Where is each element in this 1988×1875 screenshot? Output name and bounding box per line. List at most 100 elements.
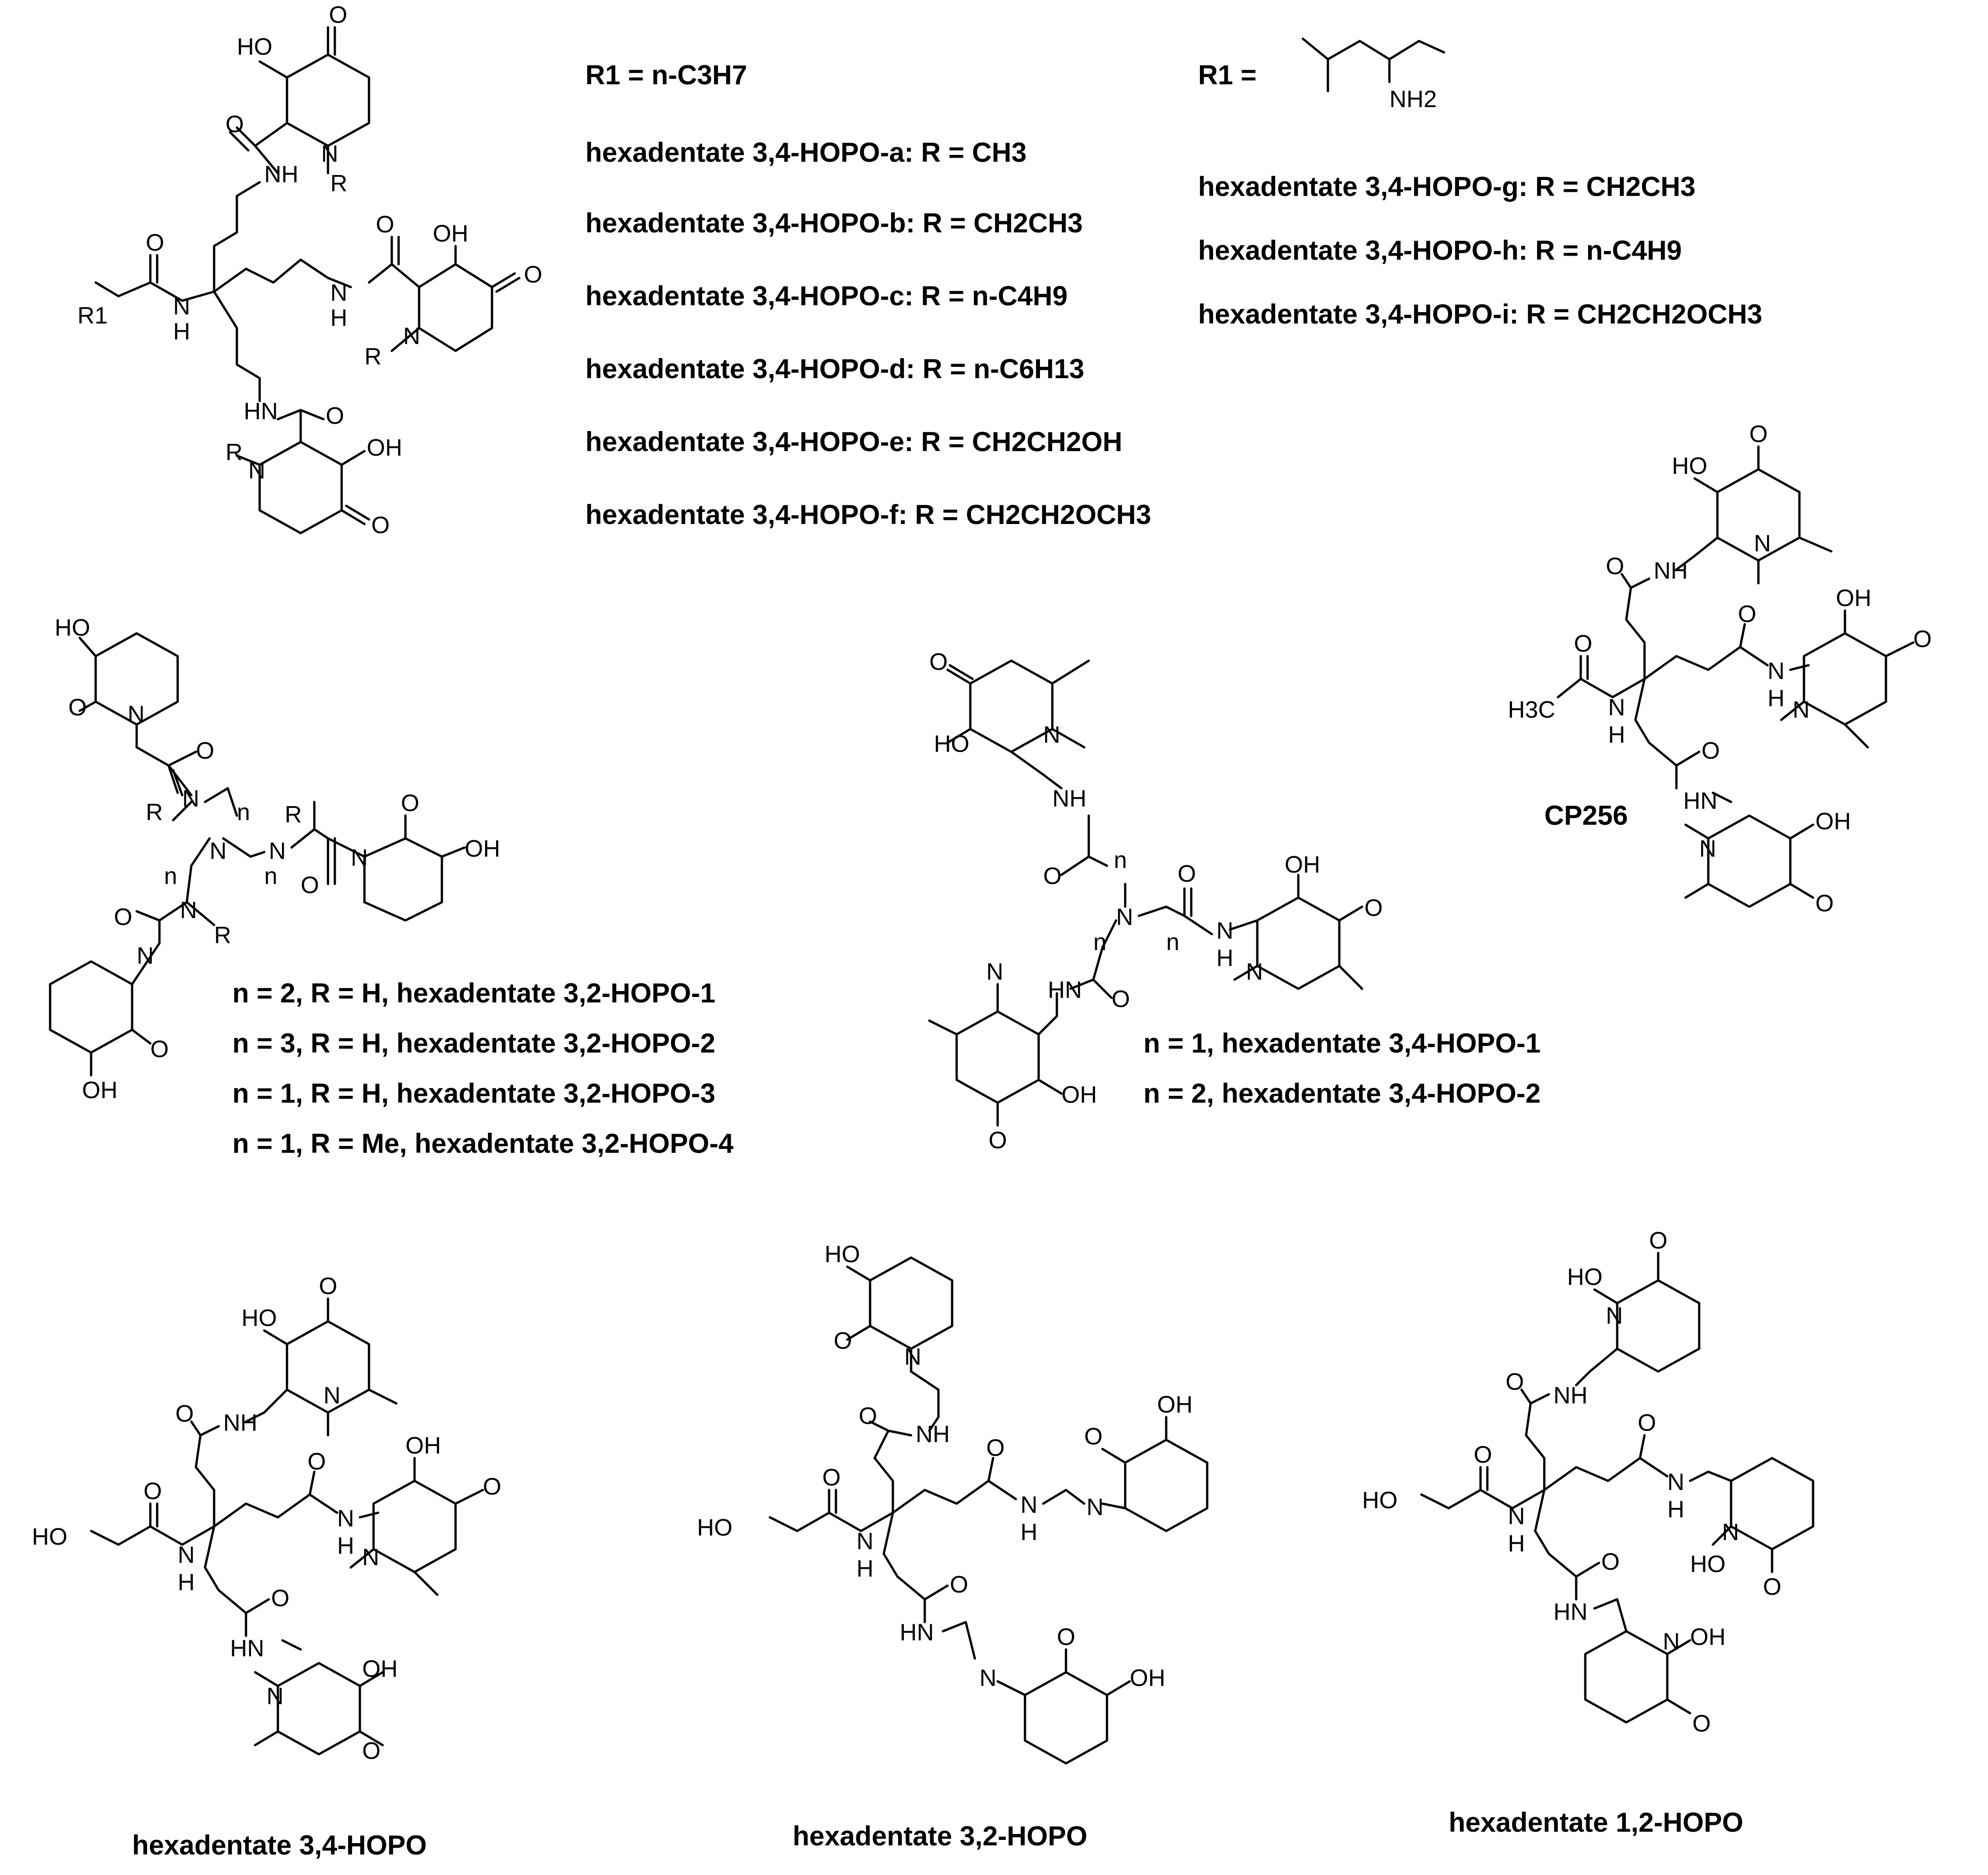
atom-label: HO [241, 1305, 277, 1331]
atom-label: N [986, 959, 1004, 985]
atom-label: O [1474, 1442, 1492, 1468]
atom-label: NH [1553, 1382, 1588, 1409]
atom-label: O [371, 512, 389, 539]
atom-label: N [1020, 1492, 1038, 1518]
atom-label: O [986, 1435, 1004, 1461]
atom-label: N [248, 457, 266, 484]
atom-label: HN [1553, 1599, 1588, 1625]
atom-label: HO [1690, 1551, 1726, 1577]
panel-c-legend: n = 1, hexadentate 3,4-HOPO-1 n = 2, hex… [1143, 1028, 1541, 1109]
atom-label: OH [433, 221, 468, 247]
atom-label: N [178, 1542, 195, 1568]
panel-f-structure: HO O N O NH O HO N H O N H OH O N O HN N… [697, 1241, 1209, 1765]
atom-label: N [904, 1344, 922, 1370]
atom-label: R [225, 439, 243, 466]
atom-label: N [337, 1505, 354, 1532]
atom-label: N [1699, 836, 1716, 862]
atom-label: n [237, 799, 250, 826]
compound-label: CP256 [1544, 800, 1628, 831]
atom-label: N [137, 943, 154, 969]
atom-label: O [1057, 1624, 1075, 1650]
atom-label: N [979, 1665, 997, 1691]
compound-label: n = 1, hexadentate 3,4-HOPO-1 [1143, 1028, 1541, 1058]
atom-label: HN [1048, 977, 1082, 1003]
atom-label: N [1793, 697, 1810, 723]
atom-label: OH [1815, 808, 1851, 835]
atom-label: N [173, 293, 190, 320]
compound-label: hexadentate 3,4-HOPO-c: R = n-C4H9 [585, 281, 1068, 311]
atom-label: O [68, 694, 87, 721]
atom-label: N [1086, 1494, 1104, 1521]
atom-label: N [210, 838, 227, 864]
compound-label: hexadentate 3,4-HOPO-b: R = CH2CH3 [585, 208, 1083, 238]
atom-label: O [146, 230, 164, 256]
r1-definition-left: R1 = n-C3H7 [585, 60, 747, 90]
atom-label: H [330, 305, 348, 331]
panel-b-structure: HO O N O R N n R N n N n O N O OH O N R … [49, 615, 500, 1104]
atom-label: HN [900, 1619, 934, 1646]
atom-label: R [330, 170, 348, 197]
atom-label: H [178, 1569, 195, 1596]
atom-label: N [1216, 918, 1234, 944]
atom-label: N [403, 323, 420, 349]
atom-label: O [1692, 1711, 1711, 1737]
compound-label: hexadentate 3,4-HOPO-a: R = CH3 [585, 137, 1027, 168]
atom-label: O [319, 1273, 337, 1300]
atom-label: N [1043, 722, 1061, 748]
atom-label: OH [1061, 1082, 1097, 1108]
atom-label: O [929, 649, 948, 675]
atom-label: NH [916, 1421, 950, 1448]
atom-label: OH [1836, 585, 1871, 611]
atom-label: H [1667, 1496, 1685, 1523]
atom-label: N [1768, 658, 1785, 684]
atom-label: n [1093, 929, 1107, 955]
atom-label: H [856, 1556, 874, 1582]
atom-label: O [859, 1403, 877, 1429]
atom-label: O [1043, 863, 1061, 889]
atom-label: O [326, 403, 344, 429]
atom-label: HO [1362, 1487, 1398, 1514]
atom-label: N [269, 838, 286, 864]
compound-label: n = 2, R = H, hexadentate 3,2-HOPO-1 [232, 978, 715, 1008]
atom-label: HO [934, 731, 969, 757]
atom-label: OH [1285, 852, 1320, 878]
atom-label: N [128, 701, 145, 728]
compound-label: hexadentate 3,4-HOPO-d: R = n-C6H13 [585, 354, 1084, 384]
atom-label: O [1738, 601, 1756, 627]
atom-label: O [362, 1738, 380, 1764]
atom-label: N [1246, 959, 1263, 985]
atom-label: OH [367, 435, 402, 461]
atom-label: O [376, 211, 394, 238]
atom-label: O [1574, 631, 1592, 657]
atom-label: O [483, 1474, 501, 1500]
atom-label: H [173, 318, 190, 345]
atom-label: O [834, 1328, 852, 1354]
atom-label: N [180, 897, 197, 924]
atom-label: R [285, 801, 302, 828]
atom-label: R [364, 344, 382, 370]
compound-label: hexadentate 3,4-HOPO-f: R = CH2CH2OCH3 [585, 499, 1151, 530]
atom-label: HO [1567, 1264, 1603, 1290]
atom-label: NH [223, 1410, 257, 1436]
atom-label: H3C [1508, 697, 1555, 723]
compound-label: hexadentate 3,4-HOPO-e: R = CH2CH2OH [585, 426, 1122, 457]
atom-label: n [264, 863, 277, 889]
atom-label: HO [237, 34, 272, 60]
panel-a-left-legend: R1 = n-C3H7 hexadentate 3,4-HOPO-a: R = … [585, 60, 1151, 530]
atom-label: H [1768, 685, 1785, 712]
atom-label: HO [825, 1241, 860, 1268]
compound-label: hexadentate 3,4-HOPO-i: R = CH2CH2OCH3 [1198, 299, 1763, 329]
atom-label: N [323, 1382, 341, 1409]
atom-label: OH [362, 1656, 398, 1682]
atom-label: N [1606, 1303, 1623, 1329]
atom-label: N [856, 1528, 874, 1555]
atom-label: O [822, 1464, 840, 1491]
atom-label: O [143, 1478, 162, 1505]
atom-label: N [362, 1544, 379, 1571]
atom-label: N [182, 786, 200, 812]
atom-label: OH [1157, 1392, 1193, 1418]
atom-label: NH2 [1389, 86, 1437, 113]
atom-label: O [175, 1401, 194, 1427]
atom-label: HO [697, 1515, 733, 1541]
